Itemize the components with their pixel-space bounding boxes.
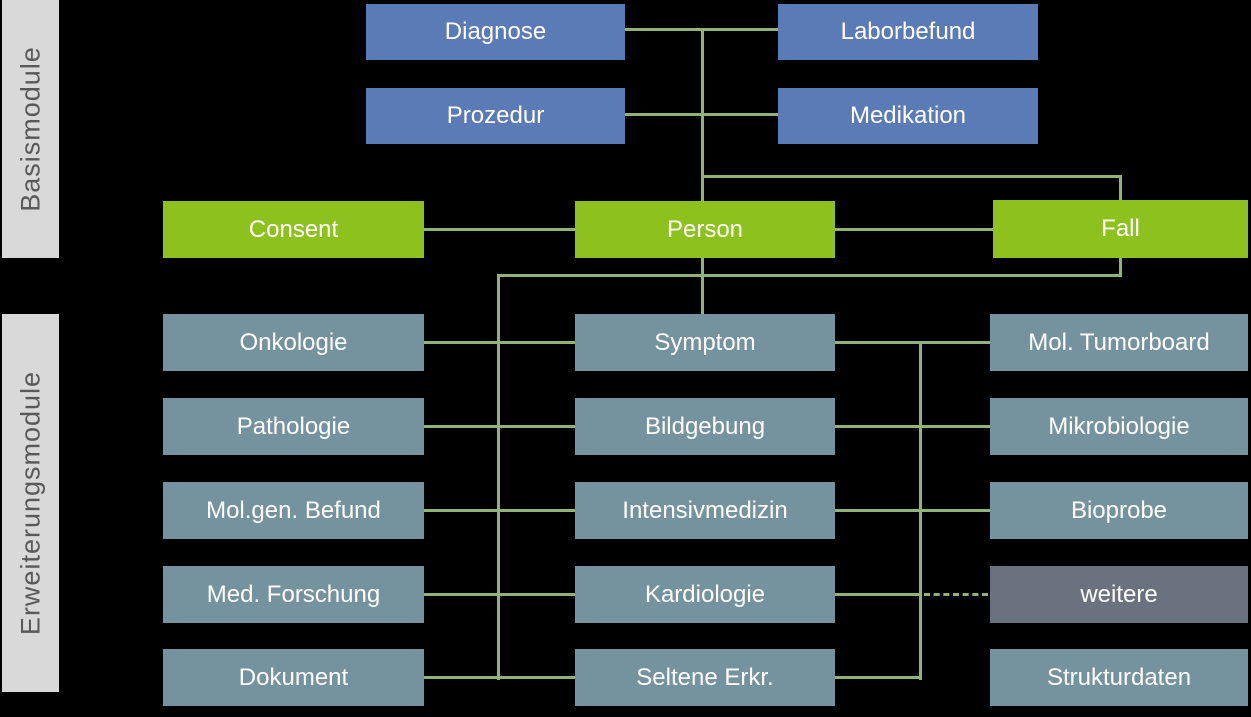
node-weitere-label: weitere [1080,580,1158,608]
node-bildgebung: Bildgebung [575,398,835,455]
node-dokument-label: Dokument [238,663,349,691]
node-seltene-erkr-label: Seltene Erkr. [636,663,774,691]
connector-trunk-to-fall-horizontal [701,175,1122,178]
node-weitere: weitere [990,566,1248,623]
node-prozedur-label: Prozedur [446,102,545,129]
node-seltene-erkr: Seltene Erkr. [575,649,835,706]
connector-molgenbefund-intensivmedizin [424,509,575,512]
connector-basis-trunk [701,28,704,201]
node-mol-tumorboard-label: Mol. Tumorboard [1028,328,1210,356]
connector-selteneerkr-riser [835,676,922,679]
connector-dokument-selteneerkr [424,676,575,679]
connector-person-fall [835,228,993,231]
node-symptom: Symptom [575,314,835,371]
connector-trunk-to-fall-drop [1119,175,1122,201]
node-consent: Consent [163,201,424,258]
node-person-label: Person [666,215,744,243]
erweiterungsmodule-label: Erweiterungsmodule [15,370,45,636]
node-laborbefund-label: Laborbefund [840,18,976,45]
node-med-forschung: Med. Forschung [163,566,424,623]
connector-left-riser [497,274,500,680]
node-mikrobiologie: Mikrobiologie [990,398,1248,455]
node-medikation-label: Medikation [849,102,967,129]
connector-pathologie-bildgebung [424,425,575,428]
connector-riser-weitere-dashed [924,593,988,596]
node-dokument: Dokument [163,649,424,706]
basismodule-label: Basismodule [15,46,45,212]
node-consent-label: Consent [248,215,339,243]
node-molgen-befund: Mol.gen. Befund [163,482,424,539]
node-laborbefund: Laborbefund [778,4,1038,60]
node-pathologie: Pathologie [163,398,424,455]
connector-intensivmedizin-bioprobe [835,509,990,512]
node-bioprobe-label: Bioprobe [1070,496,1168,524]
node-bioprobe: Bioprobe [990,482,1248,539]
connector-medforschung-kardiologie [424,593,575,596]
node-person: Person [575,201,835,258]
sidebar-group-basismodule: Basismodule [2,0,59,258]
node-molgen-befund-label: Mol.gen. Befund [206,496,381,524]
node-mikrobiologie-label: Mikrobiologie [1048,412,1190,440]
connector-kardiologie-riser [835,593,920,596]
connector-onkologie-symptom [424,341,575,344]
node-intensivmedizin: Intensivmedizin [575,482,835,539]
connector-symptom-moltumorboard [835,341,990,344]
node-fall: Fall [993,200,1248,258]
node-strukturdaten-label: Strukturdaten [1046,663,1192,691]
node-onkologie-label: Onkologie [239,328,348,356]
node-onkologie: Onkologie [163,314,424,371]
connector-extension-bus [497,274,1122,277]
node-kardiologie-label: Kardiologie [644,580,766,608]
node-mol-tumorboard: Mol. Tumorboard [990,314,1248,371]
node-strukturdaten: Strukturdaten [990,649,1248,706]
connector-consent-person [424,228,575,231]
node-fall-label: Fall [1101,215,1140,242]
node-intensivmedizin-label: Intensivmedizin [622,496,788,524]
node-diagnose: Diagnose [366,4,625,60]
sidebar-group-erweiterungsmodule: Erweiterungsmodule [2,314,59,692]
node-symptom-label: Symptom [654,328,756,356]
node-diagnose-label: Diagnose [444,18,547,45]
node-kardiologie: Kardiologie [575,566,835,623]
node-medikation: Medikation [778,88,1038,144]
node-med-forschung-label: Med. Forschung [206,580,381,608]
node-pathologie-label: Pathologie [236,412,351,440]
connector-person-symptom [701,258,704,314]
connector-fall-to-bus-drop [1119,258,1122,277]
node-bildgebung-label: Bildgebung [644,412,766,440]
node-prozedur: Prozedur [366,88,625,144]
connector-bildgebung-mikrobiologie [835,425,990,428]
